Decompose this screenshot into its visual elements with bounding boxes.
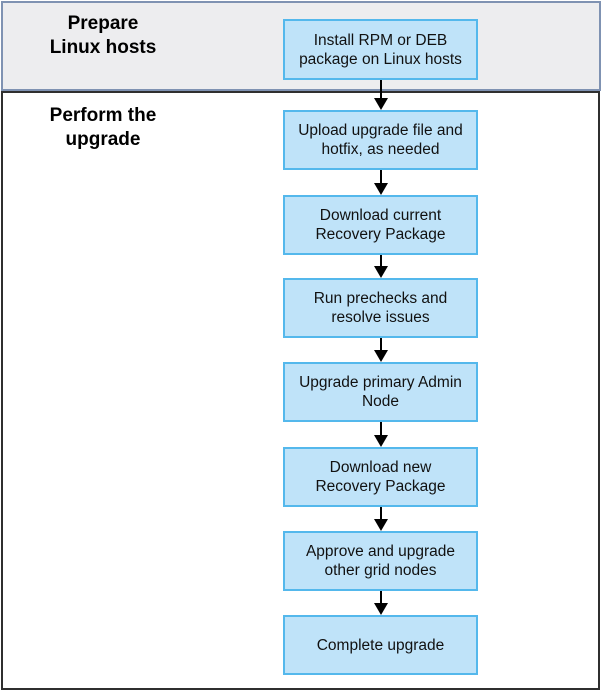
down-arrow-icon — [374, 507, 388, 531]
down-arrow-icon — [374, 591, 388, 615]
arrow-stem — [380, 507, 382, 521]
section-label-perform-upgrade: Perform the upgrade — [49, 105, 157, 150]
arrow-stem — [380, 591, 382, 605]
step-approve-upgrade-other-grid-nodes: Approve and upgrade other grid nodes — [283, 531, 478, 591]
arrow-stem — [380, 422, 382, 437]
arrow-stem — [380, 338, 382, 352]
step-download-current-recovery-package: Download current Recovery Package — [283, 195, 478, 255]
arrow-head — [374, 98, 388, 110]
step-run-prechecks: Run prechecks and resolve issues — [283, 278, 478, 338]
arrow-head — [374, 435, 388, 447]
arrow-head — [374, 519, 388, 531]
step-download-new-recovery-package: Download new Recovery Package — [283, 447, 478, 507]
step-complete-upgrade: Complete upgrade — [283, 615, 478, 675]
down-arrow-icon — [374, 422, 388, 447]
arrow-head — [374, 183, 388, 195]
arrow-head — [374, 350, 388, 362]
down-arrow-icon — [374, 170, 388, 195]
down-arrow-icon — [374, 255, 388, 278]
section-label-prepare: Prepare Linux hosts — [49, 13, 157, 58]
arrow-head — [374, 603, 388, 615]
arrow-stem — [380, 255, 382, 268]
arrow-stem — [380, 170, 382, 185]
down-arrow-icon — [374, 80, 388, 110]
arrow-head — [374, 266, 388, 278]
step-upgrade-primary-admin-node: Upgrade primary Admin Node — [283, 362, 478, 422]
step-install-rpm-deb-package: Install RPM or DEB package on Linux host… — [283, 19, 478, 80]
down-arrow-icon — [374, 338, 388, 362]
step-upload-upgrade-file: Upload upgrade file and hotfix, as neede… — [283, 110, 478, 170]
arrow-stem — [380, 80, 382, 100]
